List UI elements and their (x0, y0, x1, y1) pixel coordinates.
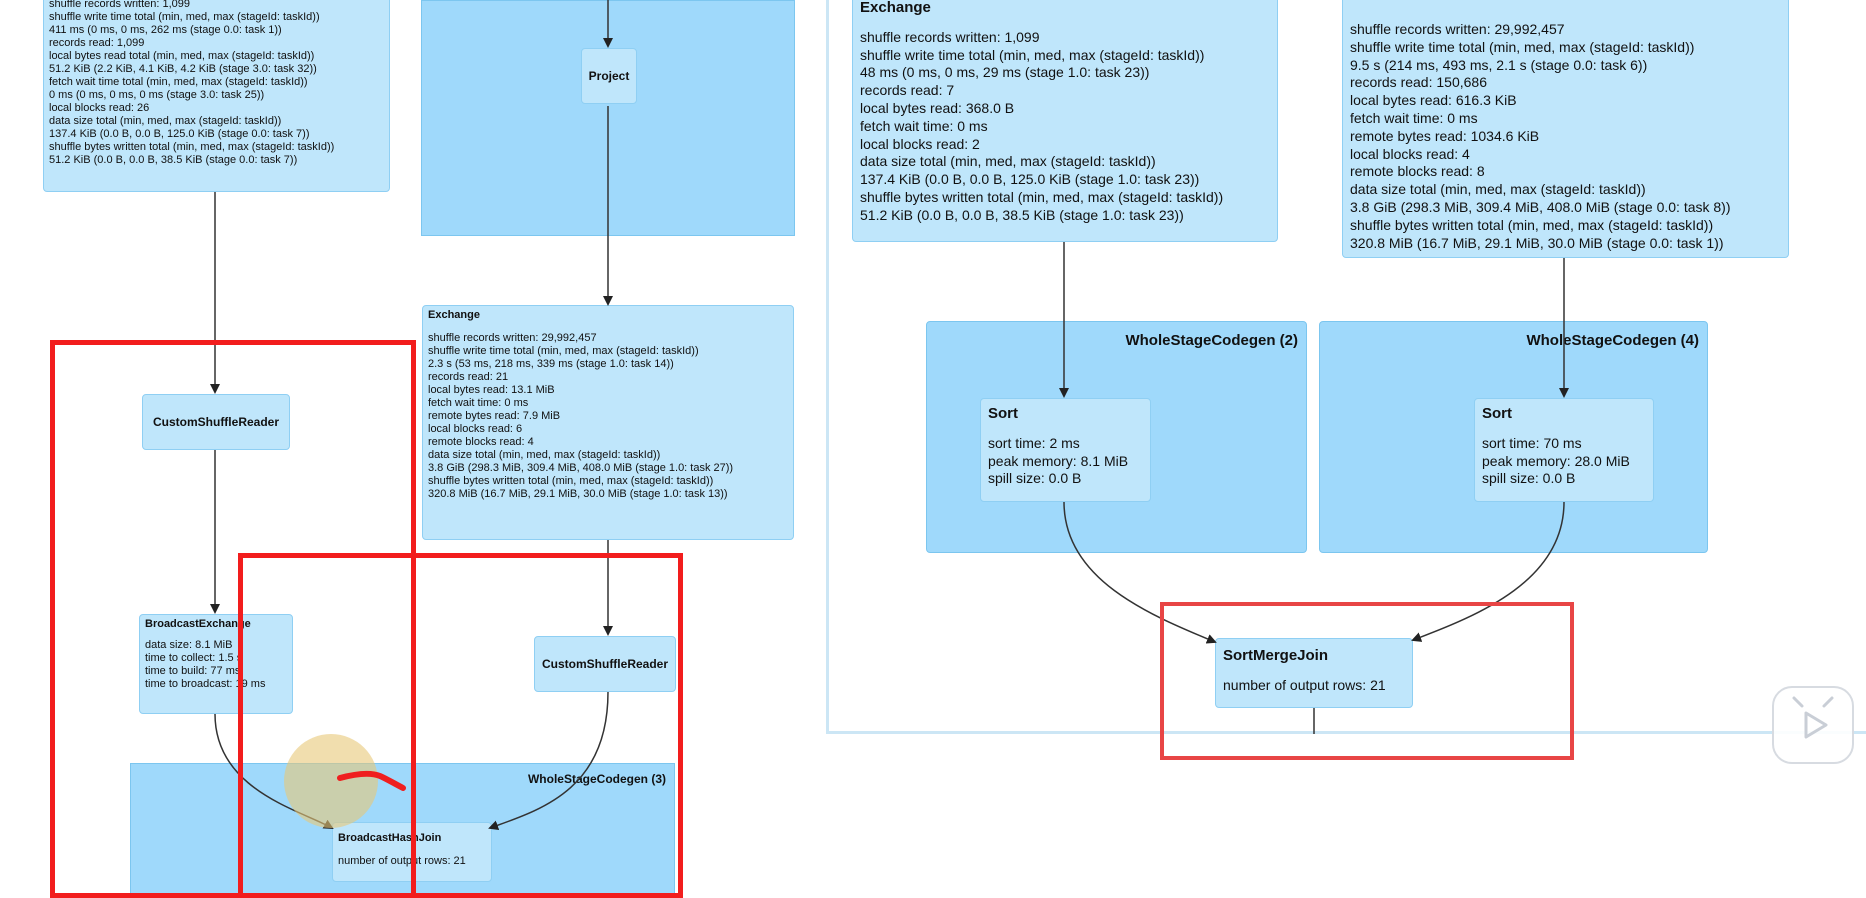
exchange-node-middle[interactable]: Exchange shuffle records written: 29,992… (422, 305, 794, 540)
exchange-node-right-2[interactable]: shuffle records written: 29,992,457 shuf… (1342, 0, 1789, 258)
exchange-node-top[interactable]: shuffle records written: 1,099 shuffle w… (43, 0, 390, 192)
custom-shuffle-reader-node[interactable]: CustomShuffleReader (142, 394, 290, 450)
annotation-box-right (1160, 602, 1574, 760)
project-label: Project (588, 69, 630, 83)
cluster-title: WholeStageCodegen (2) (1125, 332, 1298, 349)
node-metrics: number of output rows: 21 (1223, 676, 1386, 693)
cluster-title: WholeStageCodegen (4) (1526, 332, 1699, 349)
cursor-highlight (284, 734, 378, 828)
node-label: CustomShuffleReader (152, 415, 280, 429)
project-node[interactable]: Project (581, 48, 637, 104)
pen-stroke (337, 770, 406, 791)
right-graph-panel (826, 0, 1866, 734)
sort-node-left[interactable]: Sort sort time: 2 ms peak memory: 8.1 Mi… (980, 398, 1151, 502)
custom-shuffle-reader-node-2[interactable]: CustomShuffleReader (534, 636, 676, 692)
node-title: Exchange (428, 309, 480, 321)
play-button-icon[interactable] (1772, 686, 1854, 764)
node-title: BroadcastExchange (145, 618, 251, 630)
annotation-box-left (50, 340, 416, 898)
exchange-node-right-1[interactable]: Exchange shuffle records written: 1,099 … (852, 0, 1278, 242)
node-metrics: sort time: 70 ms peak memory: 28.0 MiB s… (1482, 434, 1630, 487)
node-metrics: shuffle records written: 29,992,457 shuf… (1350, 21, 1731, 251)
sort-node-right[interactable]: Sort sort time: 70 ms peak memory: 28.0 … (1474, 398, 1654, 502)
edge (488, 691, 609, 830)
node-metrics: shuffle records written: 29,992,457 shuf… (428, 332, 734, 500)
node-title: SortMergeJoin (1223, 647, 1329, 664)
node-title: Exchange (860, 0, 931, 16)
node-title: Sort (988, 405, 1018, 422)
edge (1411, 501, 1565, 642)
annotation-box-middle (238, 553, 683, 898)
edge (1063, 501, 1217, 644)
node-title: Sort (1482, 405, 1512, 422)
node-label: CustomShuffleReader (541, 657, 669, 671)
sort-merge-join-node[interactable]: SortMergeJoin number of output rows: 21 (1215, 638, 1413, 708)
node-metrics: shuffle records written: 1,099 shuffle w… (49, 0, 335, 166)
node-metrics: sort time: 2 ms peak memory: 8.1 MiB spi… (988, 434, 1129, 487)
cluster-title: WholeStageCodegen (3) (527, 772, 666, 786)
node-metrics: shuffle records written: 1,099 shuffle w… (860, 28, 1224, 223)
